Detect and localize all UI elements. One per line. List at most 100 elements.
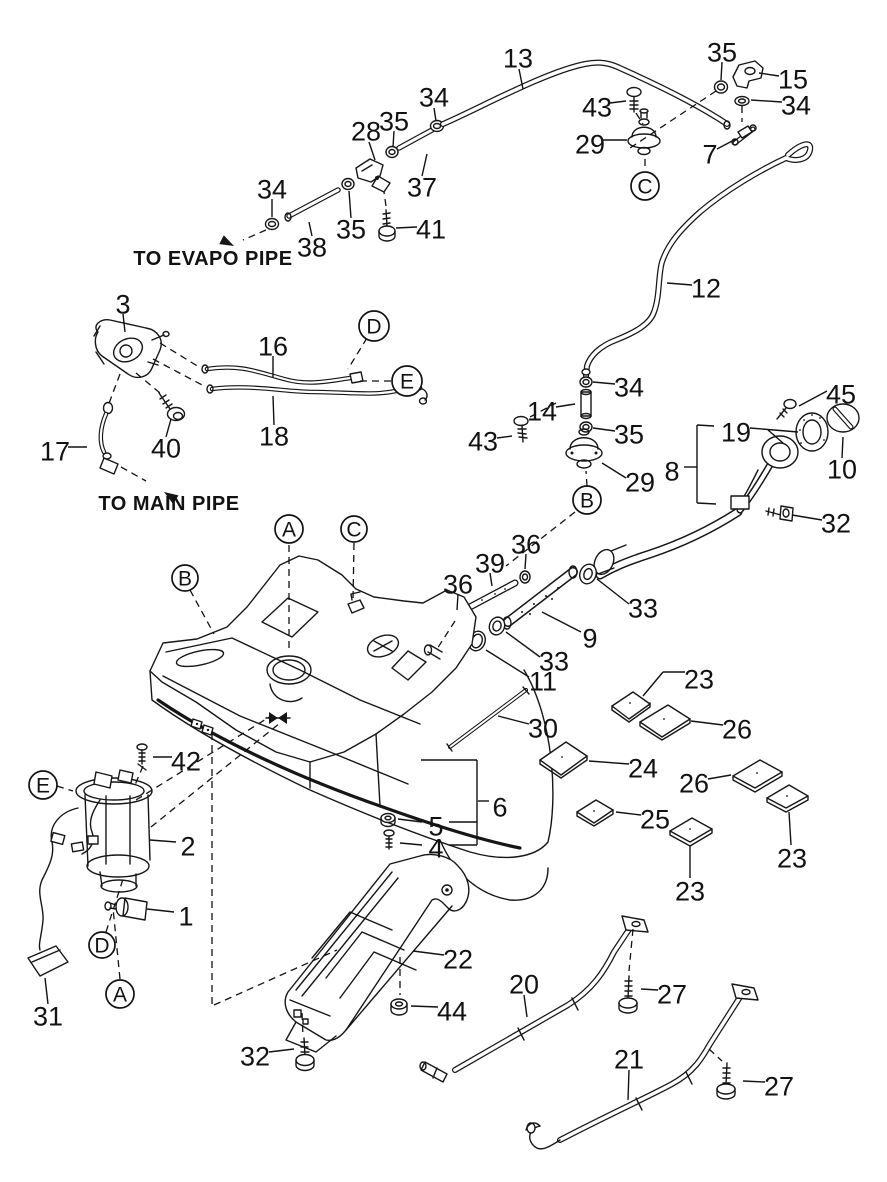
- part-label-3-16: 3: [115, 289, 130, 319]
- part-label-34-5: 34: [257, 174, 287, 204]
- part-label-37-4: 37: [407, 172, 437, 202]
- leader-line-part-32: [791, 514, 823, 521]
- part-label-24-41: 24: [628, 753, 658, 783]
- assembly-reference-line-25: [628, 928, 634, 972]
- part-label-6-52: 6: [492, 792, 507, 822]
- leader-line-part-35: [392, 130, 395, 148]
- svg-text:D: D: [366, 315, 381, 338]
- svg-text:D: D: [94, 934, 109, 957]
- part-label-26-40: 26: [722, 714, 752, 744]
- assembly-reference-line-8: [635, 112, 644, 125]
- leader-line-part-35: [348, 190, 352, 219]
- part-label-35-6: 35: [336, 214, 366, 244]
- part-label-19-26: 19: [721, 417, 751, 447]
- part-label-32-55: 32: [240, 1041, 270, 1071]
- leader-line-part-13: [518, 68, 524, 90]
- svg-text:A: A: [113, 983, 127, 1006]
- part-label-23-44: 23: [675, 876, 705, 906]
- leader-line-part-7: [716, 138, 737, 150]
- assembly-reference-line-24: [301, 1012, 304, 1038]
- assembly-reference-line-22: [213, 949, 338, 1006]
- part-label-35-23: 35: [614, 419, 644, 449]
- assembly-reference-line-6: [629, 90, 717, 149]
- leader-line-part-35: [592, 427, 616, 432]
- leader-line-part-43: [609, 100, 627, 104]
- svg-text:A: A: [282, 518, 296, 541]
- part-label-33-34: 33: [628, 593, 658, 623]
- part-label-33-36: 33: [539, 646, 569, 676]
- direction-arrow-0: [219, 235, 234, 246]
- callout-b-6: B: [171, 564, 199, 592]
- cushion-pads-drawing: [539, 691, 809, 847]
- part-label-1-48: 1: [178, 901, 193, 931]
- part-label-45-28: 45: [826, 379, 856, 409]
- leader-line-part-3: [122, 313, 126, 333]
- assembly-reference-line-14: [135, 372, 161, 394]
- callout-a-9: A: [105, 979, 135, 1009]
- leader-line-part-37: [421, 153, 428, 177]
- fuel-pump-assembly-drawing: [27, 743, 153, 977]
- part-label-42-46: 42: [171, 746, 201, 776]
- to-main-pipe-annotation: TO MAIN PIPE: [98, 493, 239, 515]
- part-label-20-56: 20: [509, 969, 539, 999]
- assembly-reference-line-15: [242, 229, 267, 241]
- part-label-21-58: 21: [614, 1044, 644, 1074]
- assembly-reference-line-9: [347, 337, 368, 370]
- leader-line-part-35: [720, 61, 723, 81]
- leader-line-part-29: [601, 462, 627, 479]
- part-label-40-19: 40: [151, 433, 181, 463]
- part-label-31-49: 31: [33, 1001, 63, 1031]
- assembly-reference-line-2: [189, 589, 215, 635]
- leader-line-part-41: [395, 226, 418, 229]
- part-label-32-30: 32: [821, 508, 851, 538]
- callout-c-5: C: [340, 515, 368, 543]
- leader-line-part-8: [696, 424, 715, 427]
- leader-line-part-22: [412, 950, 445, 956]
- svg-text:E: E: [36, 774, 50, 797]
- part-label-27-57: 27: [657, 979, 687, 1009]
- part-label-35-10: 35: [707, 37, 737, 67]
- leader-line-part-31: [44, 977, 49, 1005]
- leader-line-part-21: [627, 1069, 630, 1101]
- callout-d-1: D: [358, 310, 390, 342]
- breather-tube-drawing: [451, 565, 578, 652]
- leader-line-part-10: [841, 436, 844, 459]
- leader-line-part-38: [308, 221, 313, 237]
- leader-line-part-27: [742, 1080, 766, 1083]
- leader-line-part-23: [642, 671, 664, 697]
- part-label-18-18: 18: [259, 421, 289, 451]
- leader-line-part-43: [496, 435, 513, 439]
- assembly-reference-line-31: [56, 785, 74, 792]
- construction-lines: [56, 90, 743, 1062]
- part-label-34-21: 34: [614, 372, 644, 402]
- svg-text:C: C: [346, 518, 361, 541]
- part-label-7-14: 7: [702, 139, 717, 169]
- callout-d-8: D: [88, 931, 116, 959]
- part-label-34-12: 34: [781, 90, 811, 120]
- part-label-2-47: 2: [180, 831, 195, 861]
- fuel-filler-pipe-drawing: [579, 398, 860, 585]
- callout-e-7: E: [28, 770, 58, 800]
- part-label-39-32: 39: [475, 548, 505, 578]
- part-label-43-24: 43: [468, 426, 498, 456]
- part-label-10-29: 10: [827, 454, 857, 484]
- assembly-reference-line-27: [134, 765, 144, 786]
- fuel-tank-drawing: [149, 555, 554, 901]
- part-label-34-1: 34: [419, 82, 449, 112]
- part-label-22-53: 22: [443, 944, 473, 974]
- callout-b-3: B: [572, 485, 602, 515]
- assembly-reference-line-1: [352, 542, 355, 602]
- leader-line-part-26: [707, 774, 732, 780]
- leader-line-part-36: [456, 593, 459, 611]
- part-label-35-2: 35: [379, 106, 409, 136]
- leader-line-part-26: [690, 720, 724, 726]
- part-label-23-45: 23: [777, 843, 807, 873]
- assembly-reference-line-30: [105, 875, 125, 933]
- part-label-17-20: 17: [40, 436, 70, 466]
- callout-e-2: E: [391, 365, 423, 397]
- part-label-38-7: 38: [297, 232, 327, 262]
- assembly-reference-line-20: [150, 722, 281, 828]
